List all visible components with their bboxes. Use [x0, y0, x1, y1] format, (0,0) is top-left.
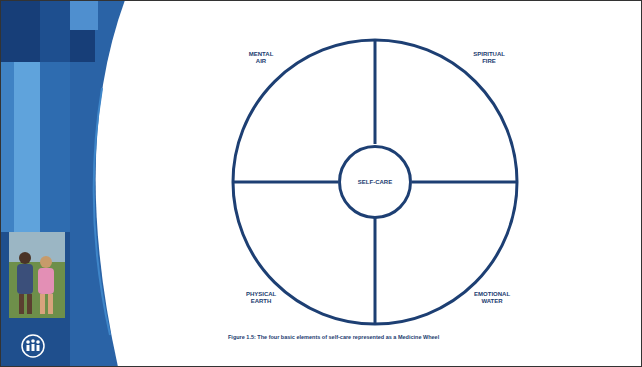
figure-caption: Figure 1.5: The four basic elements of s… [228, 334, 439, 340]
self-care-circle: SELF-CARE [338, 145, 412, 219]
element-label: MENTAL AIR [249, 51, 273, 65]
node-text: SELF-CARE [358, 179, 392, 185]
element-label: EMOTIONAL WATER [474, 291, 510, 305]
element-label: SPIRITUAL FIRE [473, 51, 505, 65]
element-label: PHYSICAL EARTH [246, 291, 276, 305]
